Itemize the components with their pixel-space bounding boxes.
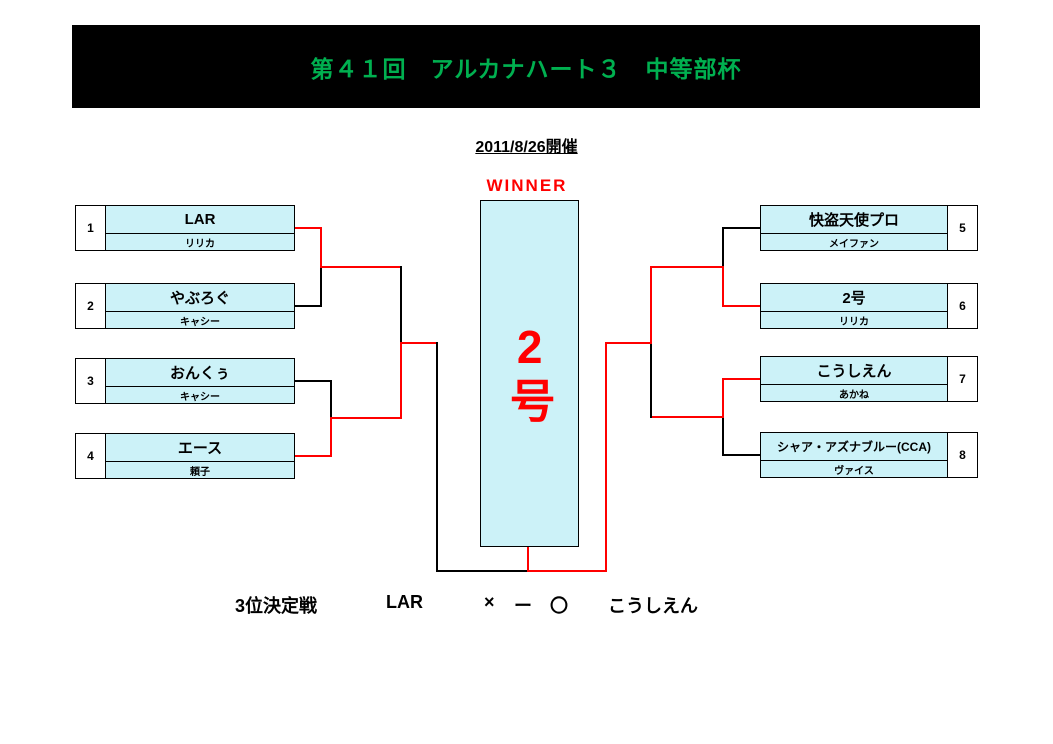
entrant-name: おんくぅ [106, 359, 294, 387]
connector-line [400, 342, 402, 419]
connector-line [722, 378, 724, 418]
seed-number: 5 [947, 206, 977, 250]
winner-label: WINNER [486, 176, 568, 195]
entrant-name: LAR [106, 206, 294, 234]
page-title: 第４１回 アルカナハート３ 中等部杯 [310, 55, 742, 82]
seed-number: 7 [947, 357, 977, 401]
entrant-names: おんくぅ キャシー [106, 359, 294, 403]
entrant-names: やぶろぐ キャシー [106, 284, 294, 328]
entrant-names: シャア・アズナブルー(CCA) ヴァイス [761, 433, 947, 477]
connector-line [722, 266, 724, 307]
entrant-character: リリカ [839, 316, 869, 328]
connector-line [722, 416, 724, 456]
third-place-left-name: LAR [386, 592, 423, 612]
entrant-box-1: 1 LAR リリカ [75, 205, 295, 251]
connector-line [330, 417, 402, 419]
connector-line [722, 454, 760, 456]
entrant-name: シャア・アズナブルー(CCA) [761, 433, 947, 461]
entrant-box-6: 2号 リリカ 6 [760, 283, 978, 329]
connector-line [650, 416, 724, 418]
connector-line [722, 227, 760, 229]
entrant-name: 快盗天使プロ [761, 206, 947, 234]
third-place-left-mark: × [484, 592, 495, 612]
connector-line [320, 227, 322, 268]
entrant-names: 快盗天使プロ メイファン [761, 206, 947, 250]
connector-line [330, 417, 332, 457]
connector-line [722, 305, 760, 307]
connector-line [330, 380, 332, 419]
entrant-character: メイファン [829, 238, 879, 250]
connector-line [436, 570, 528, 572]
connector-line [436, 342, 438, 572]
entrant-box-5: 快盗天使プロ メイファン 5 [760, 205, 978, 251]
winner-box: 2号 [480, 200, 579, 547]
entrant-box-2: 2 やぶろぐ キャシー [75, 283, 295, 329]
connector-line [527, 545, 529, 572]
entrant-name: やぶろぐ [106, 284, 294, 312]
connector-line [722, 378, 760, 380]
seed-number: 6 [947, 284, 977, 328]
connector-line [320, 266, 402, 268]
connector-line [295, 305, 322, 307]
event-date: 2011/8/26開催 [475, 139, 578, 156]
entrant-character: あかね [839, 389, 869, 401]
third-place-right-name: こうしえん [608, 596, 698, 616]
entrant-character: リリカ [185, 238, 215, 250]
connector-line [722, 227, 724, 268]
connector-line [295, 380, 332, 382]
seed-number: 2 [76, 284, 106, 328]
connector-line [400, 266, 402, 344]
third-place-label: 3位決定戦 [235, 596, 318, 616]
entrant-names: 2号 リリカ [761, 284, 947, 328]
title-banner: 第４１回 アルカナハート３ 中等部杯 [72, 25, 980, 108]
entrant-name: エース [106, 434, 294, 462]
winner-name: 2号 [503, 320, 556, 427]
seed-number: 1 [76, 206, 106, 250]
entrant-names: こうしえん あかね [761, 357, 947, 401]
entrant-name: こうしえん [761, 357, 947, 385]
entrant-names: エース 頼子 [106, 434, 294, 478]
entrant-box-3: 3 おんくぅ キャシー [75, 358, 295, 404]
connector-line [320, 266, 322, 307]
connector-line [400, 342, 438, 344]
entrant-character: ヴァイス [834, 465, 874, 477]
entrant-character: キャシー [180, 391, 220, 403]
entrant-box-8: シャア・アズナブルー(CCA) ヴァイス 8 [760, 432, 978, 478]
connector-line [605, 342, 652, 344]
entrant-box-7: こうしえん あかね 7 [760, 356, 978, 402]
connector-line [650, 342, 652, 418]
connector-line [295, 455, 332, 457]
third-place-separator: ー [514, 596, 532, 616]
third-place-right-mark: 〇 [550, 596, 568, 616]
entrant-character: キャシー [180, 316, 220, 328]
entrant-name: 2号 [761, 284, 947, 312]
entrant-box-4: 4 エース 頼子 [75, 433, 295, 479]
seed-number: 8 [947, 433, 977, 477]
connector-line [605, 342, 607, 572]
seed-number: 3 [76, 359, 106, 403]
entrant-names: LAR リリカ [106, 206, 294, 250]
connector-line [650, 266, 724, 268]
seed-number: 4 [76, 434, 106, 478]
connector-line [650, 266, 652, 344]
connector-line [295, 227, 322, 229]
entrant-character: 頼子 [190, 466, 210, 478]
connector-line [527, 570, 607, 572]
